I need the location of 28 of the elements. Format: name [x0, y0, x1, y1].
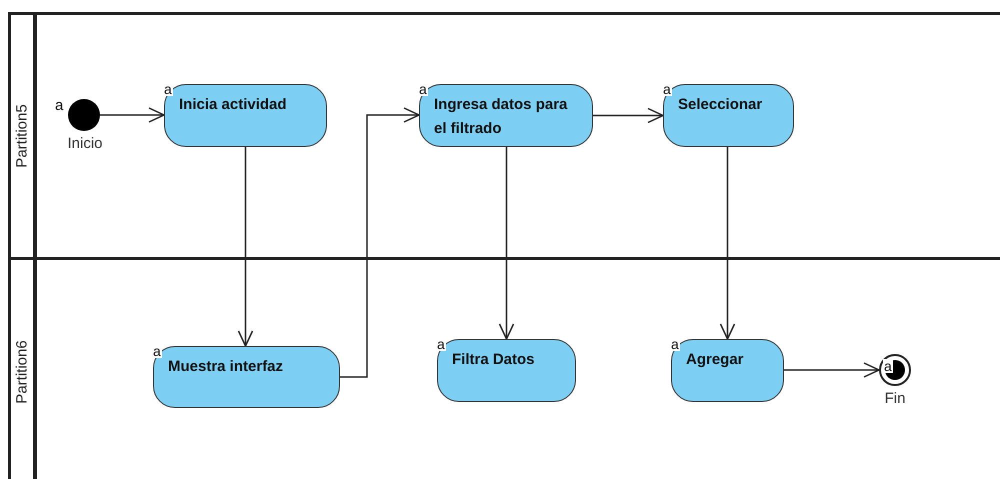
- control-flow-arrow: [593, 108, 664, 124]
- control-flow-arrow: [498, 147, 514, 340]
- control-flow-arrow: [720, 147, 736, 340]
- activity-box: [153, 346, 340, 408]
- control-flow-arrow: [238, 147, 254, 347]
- activity-label: Filtra Datos: [452, 350, 536, 370]
- swimlane: [8, 257, 1000, 479]
- control-flow-arrow: [100, 107, 165, 123]
- activity-label: Inicia actividad: [179, 95, 288, 115]
- activity-label: Muestra interfaz: [168, 357, 284, 377]
- activity-box: [671, 339, 784, 402]
- initial-node: [68, 99, 100, 131]
- swimlane: [8, 12, 1000, 257]
- activity-label: Agregar: [686, 350, 745, 370]
- lane-label: Partition5: [14, 104, 30, 168]
- lane-label: Partition6: [14, 340, 30, 404]
- node-caption: Inicio: [66, 136, 104, 152]
- stereotype-mark: a: [883, 359, 893, 373]
- activity-box: [419, 84, 593, 147]
- activity-label: Seleccionar: [678, 95, 764, 115]
- final-node: [879, 354, 911, 386]
- activity-box: [663, 84, 794, 147]
- node-caption: Fin: [884, 391, 906, 407]
- control-flow-arrow: [340, 107, 420, 378]
- activity-box: [437, 339, 576, 402]
- activity-box: [164, 84, 327, 147]
- control-flow-arrow: [784, 362, 880, 378]
- activity-label: Ingresa datos para el filtrado: [434, 95, 568, 139]
